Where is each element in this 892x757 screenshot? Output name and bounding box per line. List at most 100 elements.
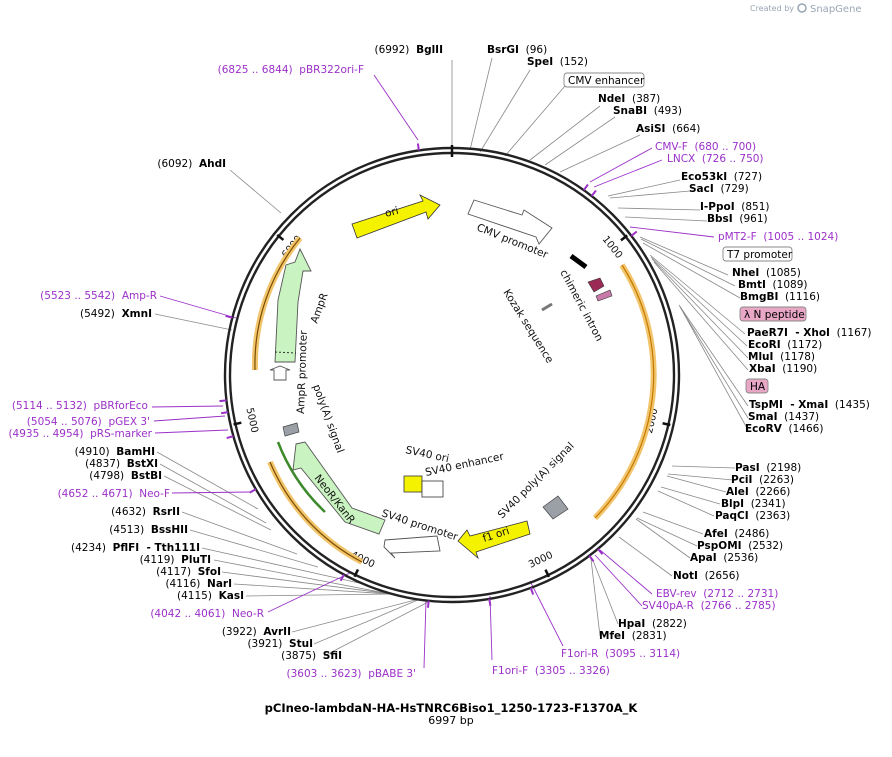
snapgene-logo-icon: [797, 3, 807, 13]
site-label: PciI (2263): [731, 474, 794, 486]
primer-label: F1ori-R (3095 .. 3114): [561, 648, 680, 660]
polya-signal-box: [282, 422, 300, 437]
site-label: Eco53kI (727): [681, 171, 762, 183]
kozak-marker: [587, 277, 605, 293]
sv40-polya-box: [542, 495, 569, 520]
cmv-enhancer-box: [563, 72, 645, 88]
feature-label-sv40-ori: SV40 ori: [404, 444, 450, 465]
tick-label: 3000: [527, 550, 555, 571]
t7-promoter-box: [722, 246, 793, 262]
site-label: PasI (2198): [735, 462, 801, 474]
sv40-ori-box: [403, 475, 423, 493]
sv40-promoter-arrow: [383, 535, 441, 559]
ha-marker: [595, 289, 613, 302]
primer-mark: [529, 587, 535, 595]
site-label: (4910) BamHI: [75, 446, 155, 458]
primer-mark: [590, 189, 597, 197]
site-label: (4837) BstXI: [85, 458, 158, 470]
site-label: BlpI (2341): [721, 498, 786, 510]
site-label: (6992) BglII: [374, 44, 443, 56]
primer-mark: [583, 183, 589, 191]
site-label: (3875) SfiI: [281, 650, 342, 662]
primer-label: (4042 .. 4061) Neo-R: [150, 608, 264, 620]
site-label: SnaBI (493): [613, 105, 682, 117]
site-label: NdeI (387): [598, 93, 660, 105]
feature-label-ori: ori: [384, 205, 400, 220]
primer-mark: [220, 411, 229, 415]
tick-mark: [353, 568, 360, 578]
site-label: XbaI (1190): [749, 363, 817, 375]
tick-mark: [662, 422, 671, 427]
primer-leaders: [151, 74, 715, 669]
ampr-arrow: [274, 247, 312, 363]
feature-label-ampr: AmpR: [309, 291, 331, 325]
created-by-text: Created by: [750, 4, 794, 13]
primer-label: (6825 .. 6844) pBR322ori-F: [218, 64, 364, 76]
site-label: BmtI (1089): [738, 279, 807, 291]
footer: pCIneo-lambdaN-HA-HsTNRC6Biso1_1250-1723…: [265, 701, 639, 727]
site-label: BmgBI (1116): [740, 291, 820, 303]
site-label: (6092) AhdI: [157, 158, 226, 170]
tick-mark: [233, 421, 242, 426]
primer-mark: [630, 230, 638, 237]
primer-mark: [416, 143, 420, 151]
primer-label: EBV-rev (2712 .. 2731): [656, 588, 778, 600]
site-label: AfeI (2486): [704, 528, 769, 540]
site-label: PaeR7I - XhoI (1167): [747, 327, 872, 339]
site-label: MluI (1178): [748, 351, 815, 363]
primer-label: (3603 .. 3623) pBABE 3': [287, 668, 416, 680]
primer-mark: [226, 435, 234, 440]
feature-arcs: [251, 236, 657, 565]
feature-label-kozak: Kozak sequence: [500, 287, 555, 365]
tick-mark: [620, 234, 628, 242]
site-label: I-PpoI (851): [700, 201, 770, 213]
site-label: TspMI - XmaI (1435): [749, 399, 870, 411]
primer-label: SV40pA-R (2766 .. 2785): [642, 600, 776, 612]
site-label: (3921) StuI: [247, 638, 313, 650]
plasmid-name: pCIneo-lambdaN-HA-HsTNRC6Biso1_1250-1723…: [265, 701, 639, 716]
site-label: (4119) PluTI: [140, 554, 211, 566]
feature-label-ampr-promoter: AmpR promoter: [295, 330, 310, 414]
primer-label: (5523 .. 5542) Amp-R: [40, 290, 157, 302]
feature-label-polya-signal: poly(A) signal: [310, 383, 346, 455]
site-label: AleI (2266): [726, 486, 790, 498]
site-label: AsiSI (664): [636, 123, 700, 135]
leader-lines: [154, 57, 749, 657]
cmv-enhancer-label: CMV enhancer: [568, 75, 645, 87]
tick-label: 1000: [600, 234, 624, 261]
site-label: PaqCI (2363): [715, 510, 790, 522]
primer-label: (5054 .. 5076) pGEX 3': [27, 416, 150, 428]
small-mark: [541, 302, 553, 312]
site-label: (3922) AvrII: [222, 626, 291, 638]
feature-shapes: [269, 194, 613, 560]
site-label: (4115) KasI: [177, 590, 244, 602]
tick-mark: [276, 233, 285, 241]
primer-mark: [488, 598, 492, 606]
primer-mark: [339, 574, 345, 582]
site-label: MfeI (2831): [599, 630, 667, 642]
cmv-promoter-arrow: [467, 199, 553, 245]
site-label: BbsI (961): [707, 213, 768, 225]
sv40-enhancer-box: [421, 480, 444, 498]
site-label: EcoRI (1172): [748, 339, 822, 351]
chimeric-intron-bar: [569, 253, 588, 270]
green-arc-left: [276, 441, 326, 513]
boxed-labels: CMV enhancer T7 promoter λ N peptide HA: [563, 72, 807, 394]
primer-label: pMT2-F (1005 .. 1024): [718, 231, 838, 243]
primer-mark: [597, 548, 604, 555]
site-label: (4632) RsrII: [111, 506, 180, 518]
ampr-promoter-arrow: [269, 365, 291, 381]
primer-mark: [225, 314, 233, 319]
neor-kanr-arrow: [292, 441, 386, 535]
snapgene-brand-name: SnapGene: [810, 4, 862, 15]
plasmid-length: 6997 bp: [428, 714, 473, 727]
f1-ori-arrow: [457, 520, 531, 560]
site-label: SacI (729): [689, 183, 749, 195]
lambda-n-peptide-label: λ N peptide: [744, 309, 805, 321]
site-label: NheI (1085): [732, 267, 801, 279]
site-label: (4234) PflFI - Tth111I: [71, 542, 200, 554]
lambda-n-peptide-box: [739, 306, 807, 322]
primer-label: LNCX (726 .. 750): [667, 153, 764, 165]
